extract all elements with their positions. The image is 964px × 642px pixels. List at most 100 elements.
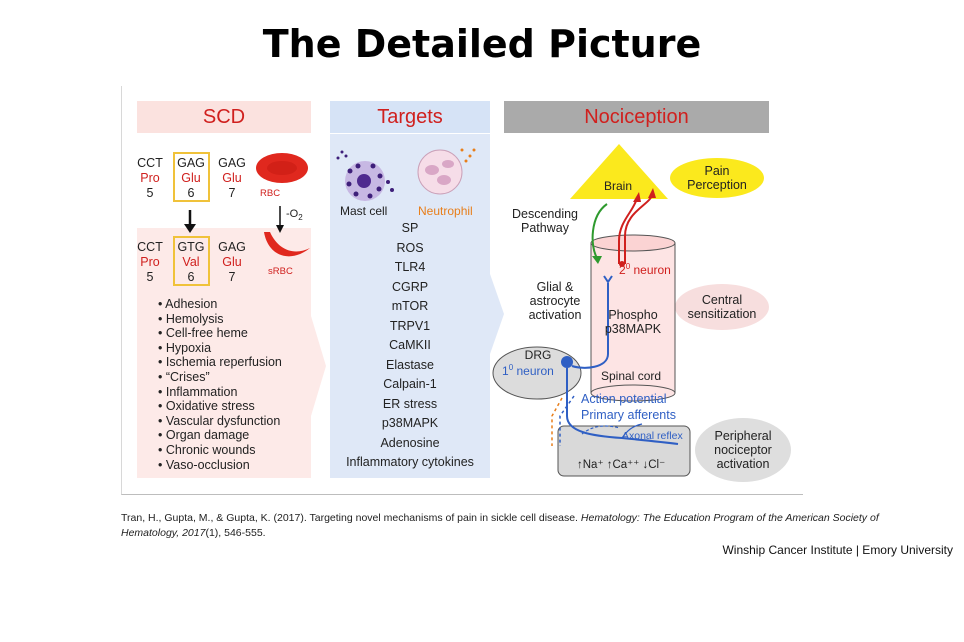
pain-perception-oval: Pain Perception [670, 158, 764, 198]
first-neuron-sup: 0 [508, 363, 514, 372]
citation-rest: (1), 546-555. [205, 527, 266, 539]
targets-arrow [490, 274, 504, 354]
list-item: CaMKII [389, 338, 431, 352]
list-item: CGRP [391, 279, 429, 294]
codon-6-box-bottom [173, 236, 210, 286]
amino-acid: Val [182, 255, 200, 269]
deoxy-text: -O [286, 208, 299, 220]
list-item: Chronic wounds [158, 443, 282, 458]
list-item: Hemolysis [158, 312, 282, 327]
first-neuron-label: 10 neuron [502, 363, 554, 378]
amino-acid: Glu [181, 171, 201, 185]
codon-text: CCT [137, 156, 163, 170]
targets-header: Targets [330, 101, 490, 133]
list-item: Ischemia reperfusion [158, 355, 282, 370]
scd-header-text: SCD [202, 105, 246, 128]
list-item: Cell-free heme [158, 326, 282, 341]
codon-bottom-7: GAG Glu 7 [216, 240, 248, 285]
position: 7 [228, 270, 236, 284]
nociception-header-text: Nociception [584, 105, 689, 128]
position: 6 [187, 270, 195, 284]
phospho-label: Phospho p38MAPK [604, 308, 662, 336]
ion-flux-label: ↑Na⁺ ↑Ca⁺⁺ ↓Cl⁻ [577, 459, 666, 471]
list-item: Organ damage [158, 428, 282, 443]
sickle-rbc-icon [264, 232, 310, 257]
glial-activation-label: Glial & astrocyte activation [528, 280, 582, 322]
codon-text: GAG [218, 240, 246, 254]
mast-cell-label: Mast cell [340, 204, 388, 218]
descending-pathway-arrow [591, 203, 608, 259]
position: 5 [146, 186, 154, 200]
position: 6 [187, 186, 195, 200]
codon-top-5: CCT Pro 5 [134, 156, 166, 201]
amino-acid: Glu [222, 255, 242, 269]
list-item: Vascular dysfunction [158, 414, 282, 429]
neutrophil-label: Neutrophil [418, 204, 473, 218]
nociception-header: Nociception [504, 101, 769, 133]
primary-afferents-label: Primary afferents [581, 408, 676, 422]
action-potential-label: Action potential [581, 392, 667, 406]
list-item: TLR4 [394, 260, 426, 274]
scd-consequence-list: Adhesion Hemolysis Cell-free heme Hypoxi… [158, 297, 282, 472]
targets-list: SP ROS TLR4 CGRP mTOR TRPV1 CaMKII Elast… [330, 219, 490, 473]
citation: Tran, H., Gupta, M., & Gupta, K. (2017).… [121, 511, 901, 541]
drg-ellipse [492, 346, 582, 400]
srbc-label: sRBC [268, 266, 293, 277]
first-neuron-text: neuron [513, 364, 554, 378]
rbc-label: RBC [260, 188, 281, 199]
list-item: ROS [396, 240, 424, 255]
second-neuron-num: 2 [619, 263, 626, 277]
list-item: mTOR [391, 299, 429, 313]
list-item: ER stress [382, 396, 438, 411]
descending-pathway-label: Descending Pathway [511, 207, 578, 235]
position: 5 [146, 270, 154, 284]
codon-bottom-6: GTG Val 6 [175, 240, 207, 285]
action-potential-dashed [559, 395, 575, 446]
codon-text: GTG [177, 240, 205, 254]
list-item: Calpain-1 [383, 377, 437, 391]
amino-acid: Pro [140, 255, 160, 269]
codon-top-7: GAG Glu 7 [216, 156, 248, 201]
list-item: Vaso-occlusion [158, 458, 282, 473]
primary-afferent-path [571, 283, 609, 369]
peripheral-oval: Peripheral nociceptor activation [695, 418, 791, 482]
list-item: Adenosine [380, 435, 440, 450]
spinal-cord-cylinder [590, 234, 676, 402]
spinal-cord-label: Spinal cord [601, 369, 662, 383]
list-item: Oxidative stress [158, 399, 282, 414]
scd-consequence-arrow [311, 316, 326, 416]
list-item: SP [401, 221, 419, 235]
brain-label: Brain [604, 179, 633, 193]
list-item: Elastase [386, 357, 434, 372]
codon-6-box-top [173, 152, 210, 202]
deoxygenation-label: -O2 [286, 208, 303, 222]
peripheral-label: Peripheral nociceptor activation [714, 429, 772, 471]
amino-acid: Glu [222, 171, 242, 185]
central-sensitization-oval: Central sensitization [675, 284, 769, 330]
nociception-diagram-svg [184, 144, 691, 477]
down-arrow-icon [184, 210, 196, 233]
central-sensitization-label: Central sensitization [687, 293, 757, 321]
codon-bottom-5: CCT Pro 5 [134, 240, 166, 285]
list-item: Inflammatory cytokines [346, 455, 474, 469]
deoxy-sub: 2 [298, 213, 303, 223]
axonal-reflex-label: Axonal reflex [622, 430, 683, 442]
codon-text: CCT [137, 240, 163, 254]
second-neuron-label: 20 neuron [619, 262, 671, 277]
drg-label: DRG [524, 348, 552, 362]
list-item: Adhesion [158, 297, 282, 312]
deoxy-arrow-icon [276, 206, 284, 233]
codon-text: GAG [177, 156, 205, 170]
first-neuron-num: 1 [502, 364, 509, 378]
mast-cell-icon [336, 150, 394, 201]
scd-header: SCD [137, 101, 311, 133]
figure: SCD Targets Nociception CCT Pro 5 GAG Gl… [121, 86, 803, 495]
neutrophil-icon [417, 148, 476, 195]
citation-authors: Tran, H., Gupta, M., & Gupta, K. (2017).… [121, 512, 581, 524]
pain-perception-label: Pain Perception [687, 164, 747, 192]
codon-text: GAG [218, 156, 246, 170]
footer-institution: Winship Cancer Institute | Emory Univers… [722, 543, 953, 557]
targets-header-text: Targets [377, 105, 443, 128]
list-item: TRPV1 [389, 318, 431, 333]
codon-top-6: GAG Glu 6 [175, 156, 207, 201]
